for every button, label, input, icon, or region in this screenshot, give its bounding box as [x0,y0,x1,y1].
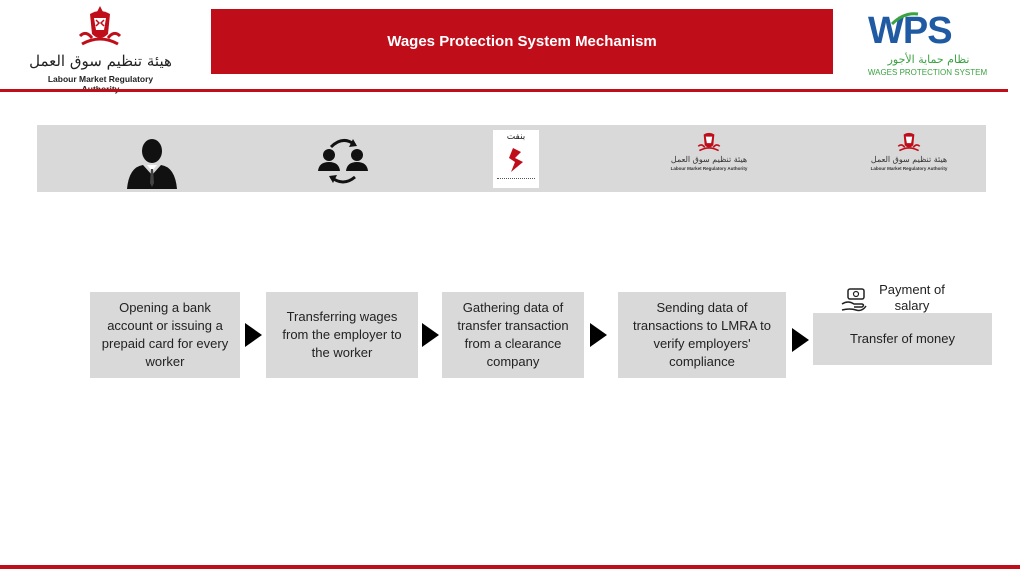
lmra-mini-logo: هيئة تنظيم سوق العمل Labour Market Regul… [664,128,754,188]
benefit-logo-text: بنفت [506,132,526,142]
icon-strip: بنفت هيئة تنظيم سوق العمل Labour Market … [37,125,986,192]
payment-label: Payment of salary [879,282,945,313]
flow-arrow [590,323,607,347]
flow-arrow [792,328,809,352]
mini-logo-arabic: هيئة تنظيم سوق العمل [870,155,948,164]
lmra-mini-logo: هيئة تنظيم سوق العمل Labour Market Regul… [864,128,954,188]
process-step-open-account: Opening a bank account or issuing a prep… [90,292,240,378]
wps-arabic-name: نظام حماية الأجور [887,53,970,66]
lmra-arabic-name: هيئة تنظيم سوق العمل [29,52,172,70]
flow-arrow [245,323,262,347]
hand-money-icon [841,288,867,312]
footer-divider [0,565,1020,569]
lmra-emblem-icon [897,132,921,152]
lmra-logo: هيئة تنظيم سوق العمل Labour Market Regul… [28,4,173,94]
benefit-mark-icon [509,148,523,172]
lmra-emblem-icon [78,6,122,46]
mini-logo-english: Labour Market Regulatory Authority [870,166,948,171]
title-banner: Wages Protection System Mechanism [211,9,833,74]
process-step-transfer-money: Transfer of money [813,313,992,365]
header-divider [0,89,1008,92]
worker-icon [127,139,177,189]
process-step-transfer-wages: Transferring wages from the employer to … [266,292,418,378]
mini-logo-arabic: هيئة تنظيم سوق العمل [670,155,748,164]
wps-logo: WPS نظام حماية الأجور WAGES PROTECTION S… [860,10,995,80]
lmra-emblem-icon [697,132,721,152]
flow-arrow [422,323,439,347]
wps-wordmark: WPS [868,10,953,52]
benefit-dots [497,178,535,183]
mini-logo-english: Labour Market Regulatory Authority [670,166,748,171]
process-step-gather-data: Gathering data of transfer transaction f… [442,292,584,378]
wps-swoosh-icon [890,12,919,26]
benefit-logo: بنفت [493,130,539,188]
wps-english-name: WAGES PROTECTION SYSTEM [867,68,988,77]
page-title: Wages Protection System Mechanism [387,33,657,50]
process-step-send-data: Sending data of transactions to LMRA to … [618,292,786,378]
transfer-people-icon [318,139,368,184]
